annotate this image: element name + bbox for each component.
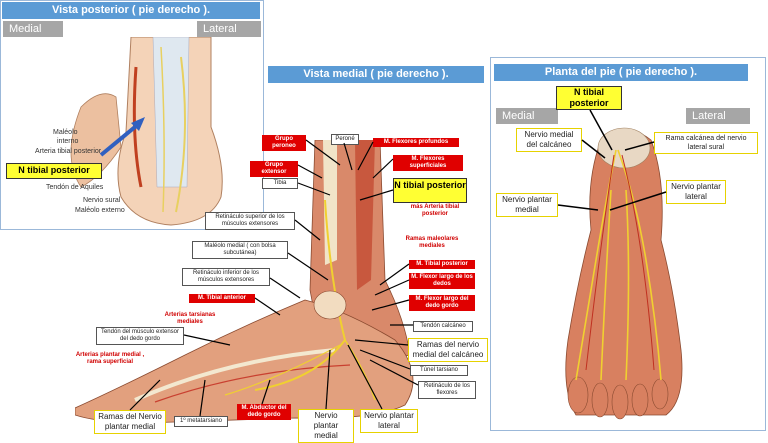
posterior-foot-illustration [70,37,223,226]
label-flexor-largo-dedos: M. Flexor largo de los dedos [409,273,475,289]
label-grupo-extensor: Grupo extensor [250,161,298,177]
planta-n-tibial-highlight: N tibial posterior [556,86,622,110]
label-retinaculo-flexores: Retináculo de los flexores [418,381,476,399]
label-tibial-posterior: M. Tibial posterior [409,260,475,269]
label-nervio-medial-calcaneo: Nervio medial del calcáneo [516,128,582,152]
label-ramas-maleolares: Ramas maleolares mediales [405,236,459,249]
label-ramas-plantar-medial: Ramas del Nervio plantar medial [94,410,166,434]
label-nervio-plantar-lateral-planta: Nervio plantar lateral [666,180,726,204]
label-nervio-plantar-medial-planta: Nervio plantar medial [496,193,558,217]
label-tibial-anterior: M. Tibial anterior [189,294,255,303]
label-tendon-extensor: Tendón del músculo extensor del dedo gor… [96,327,184,345]
label-tendon-aquiles: Tendón de Aquiles [46,184,104,191]
label-rama-calcanea: Rama calcánea del nervio lateral sural [654,132,758,154]
lateral-tag: Lateral [197,21,261,37]
label-arterias-plantar: Arterias plantar medial , rama superfici… [75,352,145,365]
medial-tag: Medial [3,21,63,37]
label-maleolo-medial: Maléolo medial ( con bolsa subcutánea) [192,241,288,259]
label-retinaculo-inferior: Retináculo inferior de los músculos exte… [182,268,270,286]
medial-foot-illustration [75,140,414,424]
medial-view-title: Vista medial ( pie derecho ). [268,66,484,83]
label-retinaculo-superior: Retináculo superior de los músculos exte… [205,212,295,230]
planta-title: Planta del pie ( pie derecho ). [494,64,748,81]
planta-leader-lines [557,109,667,211]
label-arterias-tarsianas: Arterias tarsianas mediales [164,312,216,325]
label-nervio-plantar-lateral-medial-view: Nervio plantar lateral [360,409,418,433]
label-maleolo: Maléolo [53,129,78,136]
label-interno: interno [57,138,79,145]
posterior-view-title: Vista posterior ( pie derecho ). [2,2,260,19]
label-flexor-largo-gordo: M. Flexor largo del dedo gordo [409,295,475,311]
medial-n-tibial-highlight: N tibial posterior [393,178,467,203]
label-metatarsiano: 1º metatarsiano [174,416,228,427]
label-flexores-profundos: M. Flexores profundos [373,138,459,147]
label-arteria-tibial-posterior: Arteria tibial posterior [35,148,102,155]
label-tunel-tarsiano: Túnel tarsiano [410,365,468,376]
label-nervio-sural: Nervio sural [83,197,121,204]
planta-medial-tag: Medial [496,108,558,124]
plantar-foot-illustration [565,127,683,420]
label-tibia: Tibia [262,178,298,189]
label-grupo-peroneo: Grupo peroneo [262,135,306,151]
posterior-view-panel: Vista posterior ( pie derecho ). Medial … [0,0,264,230]
posterior-n-tibial-highlight: N tibial posterior [6,163,102,179]
label-maleolo-externo: Maléolo externo [75,207,125,214]
label-abductor: M. Abductor del dedo gordo [237,404,291,420]
label-flexores-superficiales: M. Flexores superficiales [393,155,463,171]
label-tendon-calcaneo: Tendón calcáneo [413,321,473,332]
label-ramas-nervio-calcaneo: Ramas del nervio medial del calcáneo [408,338,488,362]
planta-lateral-tag: Lateral [686,108,750,124]
medial-leader-lines [129,139,419,417]
label-mas-arteria: más Arteria tibial posterior [410,204,460,217]
